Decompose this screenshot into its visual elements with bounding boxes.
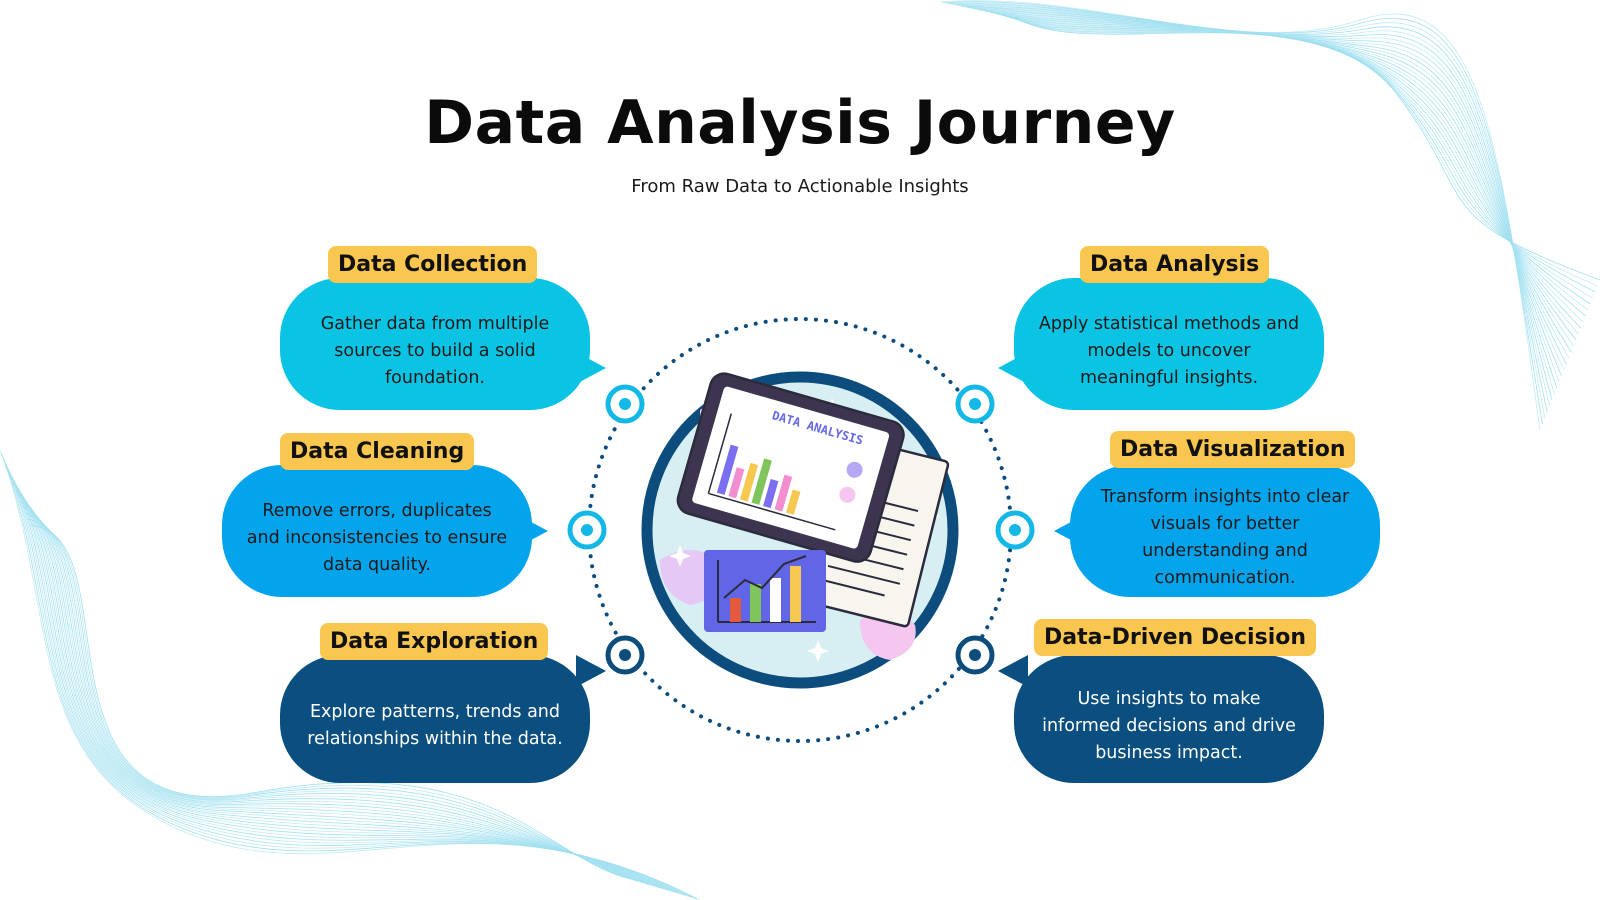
step-title-label: Data Cleaning: [280, 433, 475, 470]
page-title: Data Analysis Journey: [424, 88, 1176, 158]
line-chart-card: [704, 550, 826, 632]
step-bubble: Gather data from multiple sources to bui…: [280, 278, 606, 410]
bubble-tail: [576, 655, 606, 687]
step-node-marker: [955, 384, 995, 424]
sparkle-icon: [669, 545, 691, 567]
step-description: Explore patterns, trends and relationshi…: [307, 702, 563, 749]
step-title-label: Data Analysis: [1080, 246, 1270, 283]
step-title-label: Data Collection: [328, 246, 538, 283]
data-analysis-illustration: DATA ANALYSIS: [660, 372, 950, 662]
step-node-marker: [605, 384, 645, 424]
tablet-bar-chart: [716, 444, 801, 515]
tablet-device: DATA ANALYSIS: [676, 372, 905, 563]
bubble-tail: [1054, 515, 1084, 547]
step-title-label: Data Exploration: [320, 623, 549, 660]
bubble-tail: [576, 352, 606, 384]
bubble-tail: [998, 352, 1028, 384]
step-bubble: Use insights to make informed decisions …: [998, 655, 1324, 783]
step-description: Transform insights into clear visuals fo…: [1100, 487, 1350, 588]
step-bubble: Transform insights into clear visuals fo…: [1054, 465, 1380, 597]
step-title-label: Data-Driven Decision: [1034, 619, 1317, 656]
step-title-label: Data Visualization: [1110, 431, 1356, 468]
step-node-marker: [567, 510, 607, 550]
step-bubble: Remove errors, duplicates and inconsiste…: [222, 465, 548, 597]
step-description: Gather data from multiple sources to bui…: [320, 313, 550, 388]
step-bubble: Explore patterns, trends and relationshi…: [280, 655, 606, 783]
sparkle-icon: [807, 640, 829, 662]
step-description: Use insights to make informed decisions …: [1042, 688, 1296, 763]
bubble-tail: [998, 655, 1028, 687]
step-node-marker: [995, 510, 1035, 550]
step-node-marker: [955, 635, 995, 675]
step-bubble: Apply statistical methods and models to …: [998, 278, 1324, 410]
bubble-tail: [518, 515, 548, 547]
step-node-marker: [605, 635, 645, 675]
step-description: Remove errors, duplicates and inconsiste…: [246, 500, 508, 575]
page-subtitle: From Raw Data to Actionable Insights: [631, 176, 969, 197]
step-description: Apply statistical methods and models to …: [1038, 313, 1300, 388]
